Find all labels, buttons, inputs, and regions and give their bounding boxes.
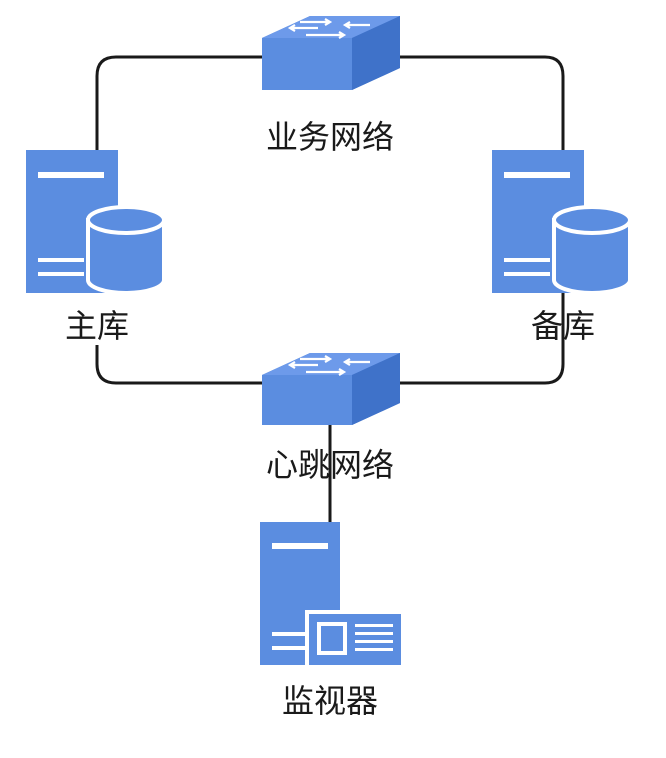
standby-db-label: 备库 xyxy=(531,307,595,345)
monitor-label: 监视器 xyxy=(282,682,378,720)
heartbeat-network-switch-icon xyxy=(262,353,400,425)
link-business-to-primary xyxy=(95,55,262,150)
primary-db-cylinder-icon xyxy=(86,205,166,295)
monitor-server-icon xyxy=(260,522,405,669)
link-heartbeat-to-standby xyxy=(400,290,565,385)
heartbeat-network-label: 心跳网络 xyxy=(266,446,394,484)
business-network-switch-icon xyxy=(262,16,400,90)
link-business-to-standby xyxy=(400,55,565,150)
standby-db-server-icon xyxy=(492,150,632,295)
business-network-label: 业务网络 xyxy=(266,118,394,156)
standby-db-cylinder-icon xyxy=(552,205,632,295)
link-heartbeat-to-primary xyxy=(95,345,262,385)
monitor-screen-icon xyxy=(305,610,405,669)
primary-db-label: 主库 xyxy=(65,307,129,345)
connections xyxy=(95,55,565,525)
primary-db-server-icon xyxy=(26,150,166,295)
